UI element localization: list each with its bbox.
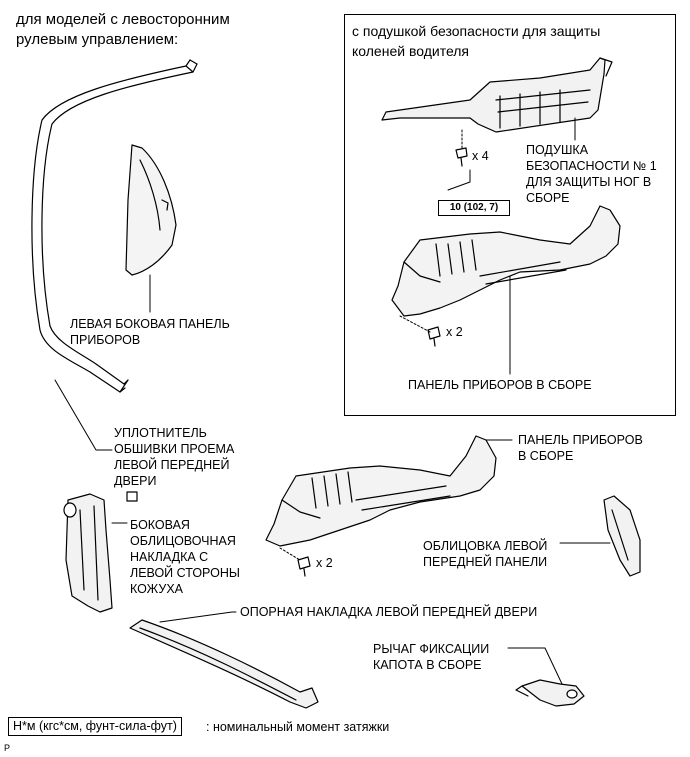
bolt-qty-inset: x 2 xyxy=(446,325,463,339)
bolt-qty-top: x 4 xyxy=(472,149,489,163)
hood-lever-part xyxy=(515,679,585,707)
knee-airbag-label: ПОДУШКА БЕЗОПАСНОСТИ № 1 ДЛЯ ЗАЩИТЫ НОГ … xyxy=(526,143,657,205)
instrument-panel-label: ПАНЕЛЬ ПРИБОРОВ В СБОРЕ xyxy=(518,433,643,463)
torque-spec: 10 (102, 7) xyxy=(438,200,510,216)
torque-legend-description: : номинальный момент затяжки xyxy=(206,720,390,734)
bolt-qty-main: x 2 xyxy=(316,556,333,570)
inset-title-line2: коленей водителя xyxy=(352,43,470,59)
front-panel-trim-part xyxy=(603,495,641,577)
instrument-panel-main-part xyxy=(265,435,497,547)
cowl-side-trim-part xyxy=(63,491,138,613)
inset-title-line1: с подушкой безопасности для защиты xyxy=(352,23,601,39)
knee-airbag-inset xyxy=(344,14,676,416)
weatherstrip-label: УПЛОТНИТЕЛЬ ОБШИВКИ ПРОЕМА ЛЕВОЙ ПЕРЕДНЕ… xyxy=(114,426,235,488)
torque-legend-box: Н*м (кгс*см, фунт-сила-фут) xyxy=(8,717,182,736)
bolt-icon xyxy=(297,556,311,577)
inset-panel-label: ПАНЕЛЬ ПРИБОРОВ В СБОРЕ xyxy=(408,378,592,392)
left-side-panel-label: ЛЕВАЯ БОКОВАЯ ПАНЕЛЬ ПРИБОРОВ xyxy=(70,317,230,347)
lhd-note-line1: для моделей с левосторонним xyxy=(16,11,230,28)
bolt-icon xyxy=(455,147,468,167)
figure-code: P xyxy=(4,743,11,753)
cowl-side-trim-label: БОКОВАЯ ОБЛИЦОВОЧНАЯ НАКЛАДКА С ЛЕВОЙ СТ… xyxy=(130,518,240,596)
knee-airbag-part xyxy=(381,57,613,133)
door-weatherstrip xyxy=(31,59,198,393)
instrument-panel-inset-part xyxy=(391,205,621,317)
left-side-panel-part xyxy=(125,144,177,276)
front-panel-trim-label: ОБЛИЦОВКА ЛЕВОЙ ПЕРЕДНЕЙ ПАНЕЛИ xyxy=(423,539,548,569)
bolt-icon xyxy=(427,326,441,347)
scuff-plate-label: ОПОРНАЯ НАКЛАДКА ЛЕВОЙ ПЕРЕДНЕЙ ДВЕРИ xyxy=(240,605,538,619)
lhd-note-line2: рулевым управлением: xyxy=(16,31,179,48)
hood-lever-label: РЫЧАГ ФИКСАЦИИ КАПОТА В СБОРЕ xyxy=(373,642,490,672)
scuff-plate-part xyxy=(129,619,319,709)
leader-lines xyxy=(54,117,611,685)
